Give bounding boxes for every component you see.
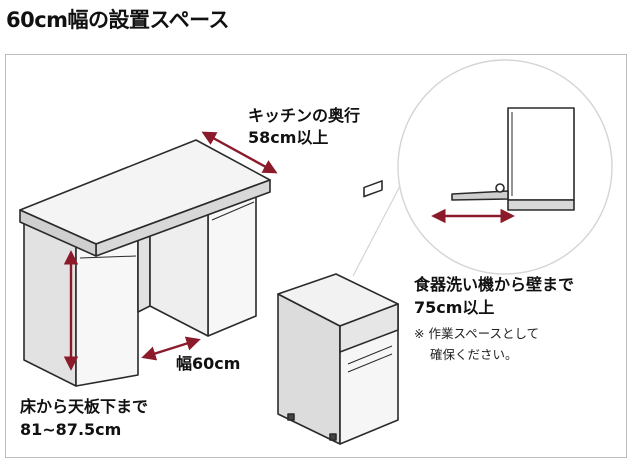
callout-line — [352, 185, 401, 277]
right-cabinet-front — [207, 191, 257, 337]
dishwasher-panel — [339, 303, 399, 353]
note-line1: ※ 作業スペースとして — [414, 326, 540, 341]
detail-open-door — [451, 190, 509, 201]
page-title: 60cm幅の設置スペース — [6, 8, 230, 32]
depth-label-line1: キッチンの奥行 — [248, 106, 361, 125]
left-cabinet-front — [75, 239, 139, 387]
note-line2: 確保ください。 — [430, 347, 518, 362]
countertop-side-edge — [19, 209, 97, 257]
detail-dishwasher-body — [507, 107, 575, 201]
depth-arrow — [201, 131, 278, 174]
wall-label-line2: 75cm以上 — [414, 298, 495, 317]
height-label-line2: 81~87.5cm — [20, 420, 122, 439]
width-arrow — [141, 336, 201, 361]
dishwasher — [277, 180, 399, 445]
height-label-line1: 床から天板下まで — [20, 397, 149, 416]
wall-label-line1: 食器洗い機から壁まで — [414, 275, 575, 294]
width-label: 幅60cm — [176, 354, 241, 373]
kitchen-counter — [19, 139, 271, 387]
depth-label-line2: 58cm以上 — [248, 128, 329, 147]
detail-circle — [397, 59, 613, 275]
wall-clearance-detail — [451, 107, 575, 211]
dishwasher-button — [363, 180, 383, 198]
